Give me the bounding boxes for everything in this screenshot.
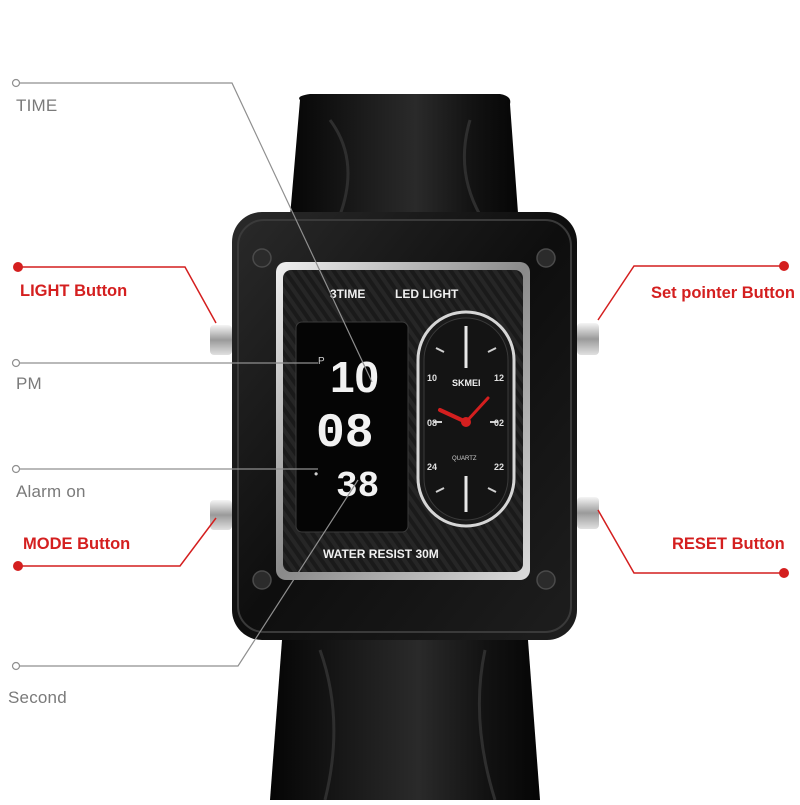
dial-label-led-light: LED LIGHT — [395, 287, 459, 301]
callout-mode-button: MODE Button — [23, 535, 131, 553]
dial-number: 12 — [494, 373, 504, 383]
strap-top — [288, 94, 520, 240]
mode-button[interactable] — [210, 500, 232, 530]
dial-number: 10 — [427, 373, 437, 383]
set-pointer-button[interactable] — [577, 323, 599, 355]
reset-button[interactable] — [577, 497, 599, 529]
digital-minutes: 08 — [316, 407, 374, 461]
callout-alarm-on: Alarm on — [16, 482, 86, 501]
digital-hours: 10 — [330, 353, 379, 402]
dial-number: 22 — [494, 462, 504, 472]
dial-number: 02 — [494, 418, 504, 428]
pm-indicator: P — [318, 356, 325, 367]
callout-light-button: LIGHT Button — [20, 282, 128, 300]
lcd-panel — [295, 321, 409, 533]
callout-set-pointer-button: Set pointer Button — [651, 284, 795, 302]
dial-number: 08 — [427, 418, 437, 428]
callout-second: Second — [8, 688, 67, 707]
callout-time: TIME — [16, 96, 58, 115]
dial-label-time: 3TIME — [330, 287, 365, 301]
minute-hand — [464, 396, 490, 424]
dial-movement: QUARTZ — [452, 456, 477, 462]
strap-bottom — [270, 600, 540, 800]
dial-number: 24 — [427, 462, 437, 472]
alarm-indicator: • — [314, 467, 318, 481]
callout-pm: PM — [16, 374, 42, 393]
callout-reset-button: RESET Button — [672, 535, 785, 553]
dial-label-water-resist: WATER RESIST 30M — [323, 547, 439, 561]
light-button[interactable] — [210, 325, 232, 355]
dial-brand: SKMEI — [452, 378, 481, 388]
digital-seconds: 38 — [336, 466, 379, 507]
